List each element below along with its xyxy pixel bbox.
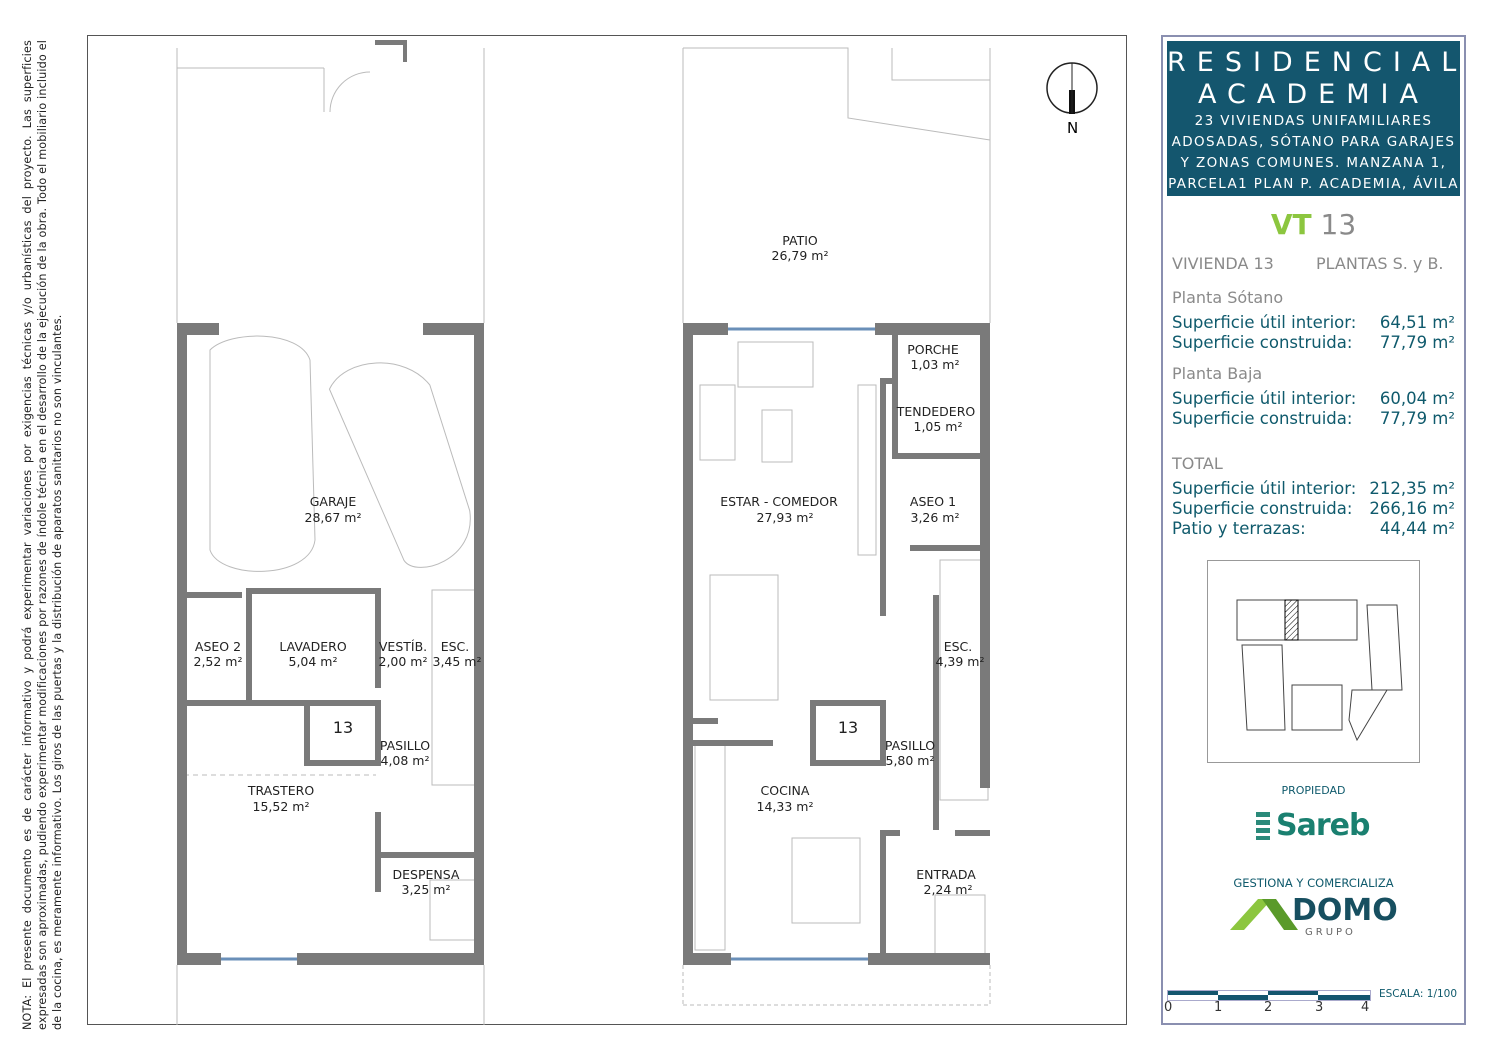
baja-construida-row: Superficie construida:77,79 m² bbox=[1172, 409, 1455, 428]
plans-frame bbox=[87, 35, 1127, 1025]
type-number: 13 bbox=[1320, 208, 1357, 241]
sotano-heading: Planta Sótano bbox=[1172, 288, 1284, 307]
domo-logo: DOMO GRUPO bbox=[1230, 893, 1410, 943]
ground-plan bbox=[682, 47, 991, 1006]
project-subtitle-3: Y ZONAS COMUNES. MANZANA 1, bbox=[1180, 155, 1447, 171]
project-title-1: RESIDENCIAL bbox=[1167, 47, 1468, 78]
floor-plans-drawing bbox=[176, 40, 1098, 1025]
baja-util-row: Superficie útil interior:60,04 m² bbox=[1172, 389, 1455, 408]
scale-tick-4: 4 bbox=[1361, 1000, 1370, 1015]
total-construida-row: Superficie construida:266,16 m² bbox=[1172, 499, 1455, 518]
total-patio-row: Patio y terrazas:44,44 m² bbox=[1172, 519, 1455, 538]
gestiona-label: GESTIONA Y COMERCIALIZA bbox=[1233, 876, 1394, 890]
unit-number: 13 bbox=[837, 718, 859, 737]
type-code: VT bbox=[1270, 208, 1312, 241]
unit-type: VT 13 bbox=[1161, 208, 1466, 241]
project-header: RESIDENCIAL ACADEMIA 23 VIVIENDAS UNIFAM… bbox=[1167, 41, 1460, 196]
total-heading: TOTAL bbox=[1172, 454, 1223, 473]
scale-tick-3: 3 bbox=[1315, 1000, 1324, 1015]
scale-tick-1: 1 bbox=[1214, 1000, 1223, 1015]
sareb-logo: Sareb bbox=[1256, 808, 1370, 843]
vivienda-label: VIVIENDA 13 bbox=[1172, 254, 1274, 273]
info-panel bbox=[1161, 35, 1466, 1025]
project-subtitle-1: 23 VIVIENDAS UNIFAMILIARES bbox=[1194, 113, 1433, 129]
disclaimer-note: NOTA: El presente documento es de caráct… bbox=[21, 40, 64, 1030]
sotano-construida-row: Superficie construida:77,79 m² bbox=[1172, 333, 1455, 352]
site-location-map bbox=[1207, 560, 1420, 763]
baja-heading: Planta Baja bbox=[1172, 364, 1263, 383]
scale-bar bbox=[1167, 990, 1371, 1001]
plantas-label: PLANTAS S. y B. bbox=[1316, 254, 1444, 273]
scale-label: ESCALA: 1/100 bbox=[1379, 988, 1458, 1000]
project-subtitle-2: ADOSADAS, SÓTANO PARA GARAJES bbox=[1171, 134, 1456, 150]
propiedad-label: PROPIEDAD bbox=[1281, 784, 1346, 797]
unit-number: 13 bbox=[332, 718, 354, 737]
compass-north-label: N bbox=[1067, 119, 1079, 137]
project-title-2: ACADEMIA bbox=[1198, 79, 1429, 110]
scale-tick-0: 0 bbox=[1164, 1000, 1173, 1015]
project-subtitle-4: PARCELA1 PLAN P. ACADEMIA, ÁVILA bbox=[1168, 176, 1459, 192]
total-util-row: Superficie útil interior:212,35 m² bbox=[1172, 479, 1455, 498]
north-compass-icon bbox=[1046, 62, 1098, 114]
scale-tick-2: 2 bbox=[1264, 1000, 1273, 1015]
sotano-util-row: Superficie útil interior:64,51 m² bbox=[1172, 313, 1455, 332]
